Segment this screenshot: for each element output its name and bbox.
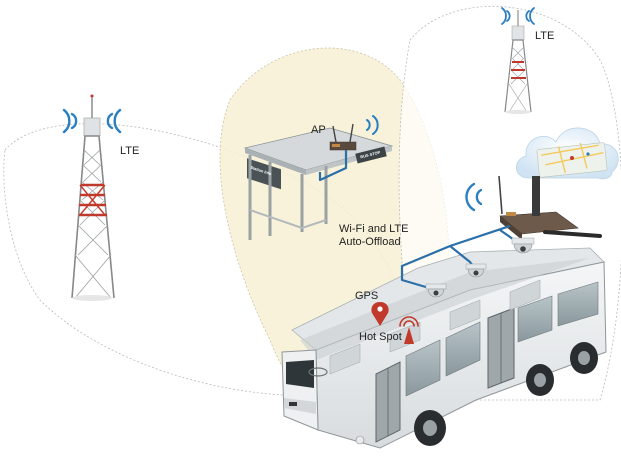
camera-icon <box>425 283 447 298</box>
gps-label: GPS <box>355 290 379 302</box>
wifi-icon <box>62 108 122 134</box>
cloud-map-icon <box>516 127 619 180</box>
bus-stop-shelter <box>243 123 394 240</box>
hot-spot-label: Hot Spot <box>359 331 402 343</box>
lte-label-left: LTE <box>120 145 140 157</box>
router-device <box>498 175 602 240</box>
camera-icon <box>465 263 487 278</box>
camera-icon <box>511 237 535 254</box>
wifi-icon <box>366 115 379 135</box>
ap-label: AP <box>311 124 326 136</box>
gps-pin-icon <box>371 302 389 326</box>
wifi-offload-label-line2: Auto-Offload <box>339 236 401 248</box>
wifi-icon <box>465 182 483 212</box>
wifi-icon <box>501 7 535 25</box>
lte-label-right: LTE <box>535 30 555 42</box>
lte-tower-left <box>71 94 115 301</box>
wifi-offload-label-line1: Wi-Fi and LTE <box>339 223 409 235</box>
hotspot-icon <box>399 316 419 344</box>
lte-tower-right <box>504 10 532 114</box>
bus <box>281 247 607 449</box>
